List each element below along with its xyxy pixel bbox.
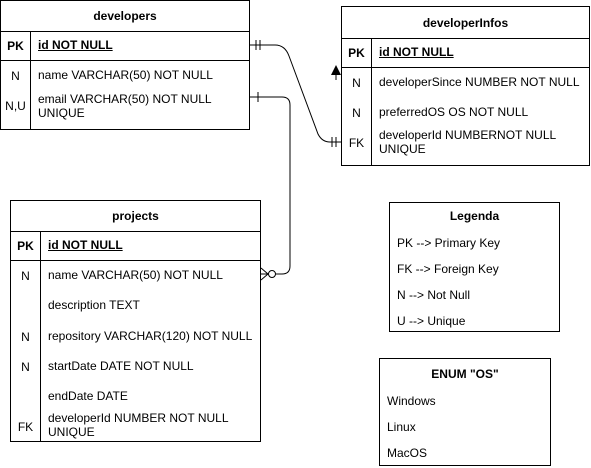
row-field: startDate DATE NOT NULL: [48, 359, 194, 373]
row-key: N: [21, 269, 30, 283]
pk-row: PK id NOT NULL: [11, 232, 260, 261]
table-projects: projects PK id NOT NULL N name VARCHAR(5…: [10, 200, 261, 442]
table-title: developers: [1, 1, 249, 32]
pk-row: PK id NOT NULL: [1, 32, 249, 61]
table-developers: developers PK id NOT NULL N name VARCHAR…: [0, 0, 250, 130]
row-field: developerId NUMBER NOT NULL: [48, 411, 229, 425]
row-field: name VARCHAR(50) NOT NULL: [38, 68, 213, 82]
row-field-continued: UNIQUE: [379, 142, 426, 156]
row-key: N: [11, 69, 20, 83]
row-field: repository VARCHAR(120) NOT NULL: [48, 329, 253, 343]
connector-developers-developerinfos: [250, 40, 341, 147]
enum-item: MacOS: [387, 446, 428, 460]
row-field: preferredOS OS NOT NULL: [379, 105, 529, 119]
row-key: FK: [348, 136, 365, 150]
row-field: developerSince NUMBER NOT NULL: [379, 75, 580, 89]
legend-title: Legenda: [449, 209, 500, 223]
column-divider: [371, 39, 372, 166]
column-divider: [40, 232, 41, 442]
table-developerinfos: developerInfos PK id NOT NULL N develope…: [341, 6, 590, 166]
pk-field: id NOT NULL: [38, 38, 113, 52]
column-divider: [30, 32, 31, 130]
legend-item: U --> Unique: [397, 314, 466, 328]
connector-arrowhead: [331, 65, 341, 80]
enum-item: Windows: [387, 394, 436, 408]
legend-box: Legenda PK --> Primary Key FK --> Foreig…: [389, 202, 560, 332]
row-key: N,U: [5, 99, 26, 113]
row-field: description TEXT: [48, 298, 140, 312]
row-key: N: [352, 106, 361, 120]
row-key: N: [21, 330, 30, 344]
table-title: projects: [11, 201, 260, 232]
row-field: email VARCHAR(50) NOT NULL: [38, 92, 212, 106]
legend-item: PK --> Primary Key: [397, 236, 501, 250]
row-key: FK: [17, 420, 34, 434]
row-field-continued: UNIQUE: [38, 106, 85, 120]
legend-item: N --> Not Null: [397, 288, 471, 302]
enum-item: Linux: [387, 420, 416, 434]
enum-title: ENUM "OS": [431, 367, 499, 381]
pk-label: PK: [7, 39, 24, 53]
legend-item: FK --> Foreign Key: [397, 262, 499, 276]
row-key: N: [352, 76, 361, 90]
row-field: endDate DATE: [48, 389, 128, 403]
pk-field: id NOT NULL: [379, 45, 454, 59]
pk-field: id NOT NULL: [48, 238, 123, 252]
row-field: name VARCHAR(50) NOT NULL: [48, 268, 223, 282]
row-key: N: [21, 360, 30, 374]
table-title: developerInfos: [342, 7, 589, 39]
pk-label: PK: [348, 46, 365, 60]
pk-row: PK id NOT NULL: [342, 39, 589, 68]
pk-label: PK: [17, 239, 34, 253]
enum-os-box: ENUM "OS" Windows Linux MacOS: [379, 358, 551, 466]
row-field-continued: UNIQUE: [48, 425, 95, 439]
row-field: developerId NUMBERNOT NULL: [379, 128, 557, 142]
